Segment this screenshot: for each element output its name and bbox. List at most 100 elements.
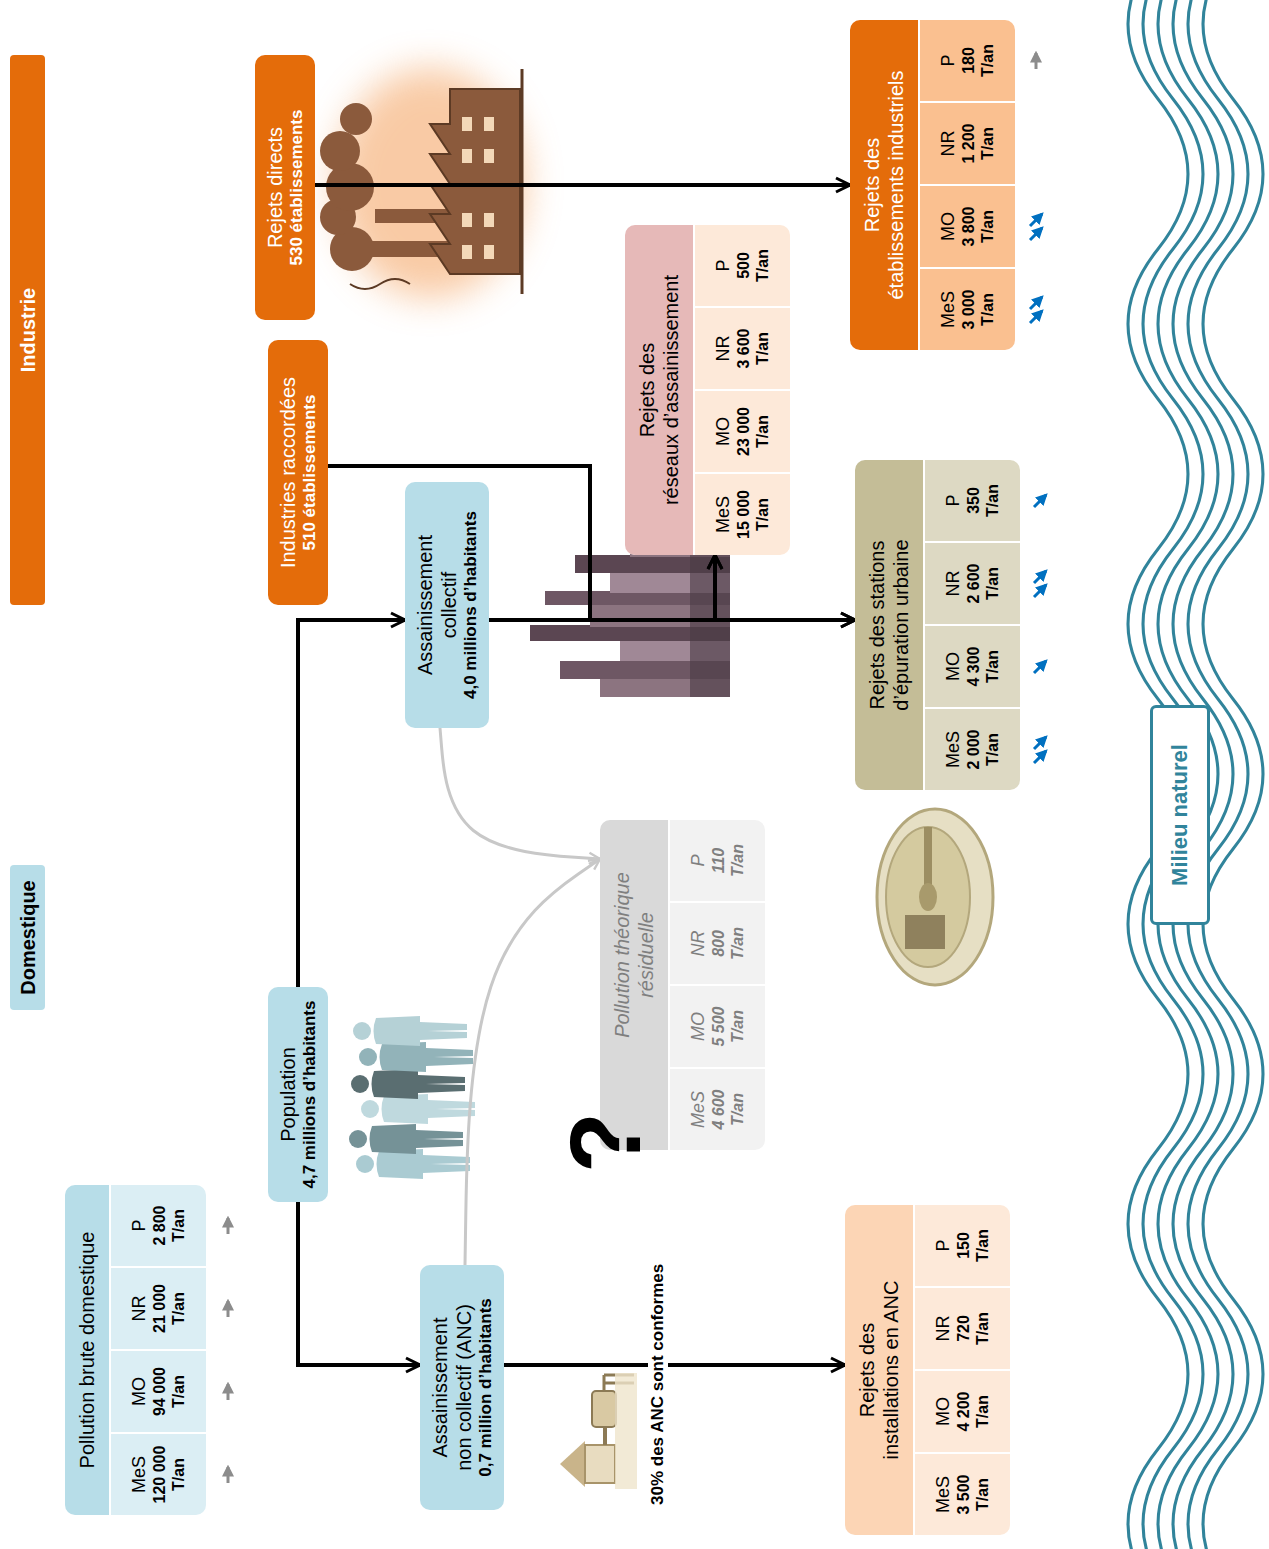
flux-value: 4 200 T/an [954, 1381, 992, 1442]
trend-arrows [1034, 585, 1046, 597]
population-illustration [349, 1124, 463, 1154]
emission-table: Rejets des établissements industrielsMeS… [850, 20, 1015, 350]
table-cell: MO94 000 T/an [111, 1351, 206, 1432]
table-cell: MO4 200 T/an [915, 1371, 1010, 1452]
population-illustration [349, 1016, 475, 1179]
table-cell: P110 T/an [670, 820, 765, 901]
node-text: Industries raccordées [276, 352, 300, 593]
table-heading: Pollution théorique résiduelle [600, 820, 668, 1150]
flow-arrow [489, 555, 715, 620]
river-waves [1203, 0, 1263, 1549]
table-cell: MeS4 600 T/an [670, 1069, 765, 1150]
pollutant-label: MO [713, 401, 735, 462]
flux-value: 3 800 T/an [959, 196, 997, 257]
flux-value: 500 T/an [734, 235, 772, 296]
residual-flow-curve [440, 728, 600, 859]
pollutant-label: MeS [713, 484, 735, 545]
residual-flow-curve [465, 859, 600, 1265]
trend-arrows [1034, 571, 1046, 583]
table-cell: NR2 600 T/an [925, 543, 1020, 624]
septic-system-illustration [560, 1373, 637, 1489]
trend-arrows [227, 1384, 230, 1400]
flow-arrow [315, 183, 850, 187]
flux-value: 110 T/an [709, 830, 747, 891]
treatment-plant-illustration [877, 809, 993, 985]
treatment-plant-illustration [919, 883, 937, 911]
table-cell: NR800 T/an [670, 903, 765, 984]
flux-value: 350 T/an [964, 470, 1002, 531]
septic-system-illustration [560, 1441, 585, 1487]
table-cell: MeS3 000 T/an [920, 269, 1015, 350]
trend-arrows [227, 1467, 230, 1483]
factory-illustration [484, 213, 494, 227]
factory-illustration [484, 149, 494, 163]
table-heading: Pollution brute domestique [65, 1185, 109, 1515]
pollutant-label: NR [938, 113, 960, 174]
process-box: Population4,7 millions d’habitants [268, 987, 328, 1202]
pollutant-label: MeS [933, 1464, 955, 1525]
annotation-note: 30% des ANC sont conformes [648, 1260, 668, 1509]
table-row: MeS3 500 T/anMO4 200 T/anNR720 T/anP150 … [915, 1205, 1010, 1535]
pollutant-label: MeS [688, 1079, 710, 1140]
septic-system-illustration [603, 1427, 607, 1445]
trend-arrows [1034, 737, 1046, 749]
factory-illustration [350, 279, 410, 289]
table-cell: P350 T/an [925, 460, 1020, 541]
trend-arrows [1034, 751, 1046, 763]
table-row: MeS3 000 T/anMO3 800 T/anNR1 200 T/anP18… [920, 20, 1015, 350]
flux-value: 15 000 T/an [734, 484, 772, 545]
table-cell: P500 T/an [695, 225, 790, 306]
process-box: Assainissement collectif4,0 millions d’h… [405, 482, 489, 728]
table-cell: MO23 000 T/an [695, 391, 790, 472]
flux-value: 3 500 T/an [954, 1464, 992, 1525]
pollutant-label: MO [943, 636, 965, 697]
pollutant-label: NR [713, 318, 735, 379]
flux-value: 4 300 T/an [964, 636, 1002, 697]
flux-value: 150 T/an [954, 1215, 992, 1276]
emission-table: Pollution théorique résiduelleMeS4 600 T… [600, 820, 765, 1150]
table-cell: MO3 800 T/an [920, 186, 1015, 267]
pollutant-label: MO [933, 1381, 955, 1442]
table-cell: MeS3 500 T/an [915, 1454, 1010, 1535]
flow-arrow [298, 1202, 420, 1365]
flux-value: 5 500 T/an [709, 996, 747, 1057]
question-mark: ? [555, 1108, 655, 1177]
pollutant-label: MO [938, 196, 960, 257]
population-illustration [351, 1069, 465, 1099]
pollutant-label: MO [688, 996, 710, 1057]
section-band: Industrie [10, 55, 45, 605]
flux-value: 2 600 T/an [964, 553, 1002, 614]
table-cell: NR21 000 T/an [111, 1268, 206, 1349]
table-heading: Rejets des établissements industriels [850, 20, 918, 350]
septic-system-illustration [585, 1445, 615, 1483]
flux-value: 180 T/an [959, 30, 997, 91]
pollutant-label: P [933, 1215, 955, 1276]
table-cell: NR1 200 T/an [920, 103, 1015, 184]
flux-value: 2 800 T/an [150, 1195, 188, 1256]
table-row: MeS4 600 T/anMO5 500 T/anNR800 T/anP110 … [670, 820, 765, 1150]
flux-value: 800 T/an [709, 913, 747, 974]
pollutant-label: NR [933, 1298, 955, 1359]
emission-table: Rejets des installations en ANCMeS3 500 … [845, 1205, 1010, 1535]
flow-arrow [298, 620, 405, 987]
process-box: Rejets directs530 établissements [255, 55, 315, 320]
flux-value: 4 600 T/an [709, 1079, 747, 1140]
flux-value: 720 T/an [954, 1298, 992, 1359]
pollutant-label: NR [943, 553, 965, 614]
pollutant-label: P [713, 235, 735, 296]
table-cell: NR3 600 T/an [695, 308, 790, 389]
pollutant-label: NR [688, 913, 710, 974]
flux-value: 23 000 T/an [734, 401, 772, 462]
trend-arrows [1035, 53, 1038, 69]
factory-illustration [430, 89, 520, 274]
pollutant-label: MeS [129, 1444, 151, 1505]
pollutant-label: P [938, 30, 960, 91]
river-waves [1128, 0, 1263, 1549]
trend-arrows [1030, 228, 1042, 240]
node-text: Assainissement non collectif (ANC) [428, 1300, 476, 1475]
population-illustration [359, 1042, 473, 1072]
factory-illustration [462, 245, 472, 259]
table-heading: Rejets des installations en ANC [845, 1205, 913, 1535]
table-heading: Rejets des réseaux d’assainissement [625, 225, 693, 555]
